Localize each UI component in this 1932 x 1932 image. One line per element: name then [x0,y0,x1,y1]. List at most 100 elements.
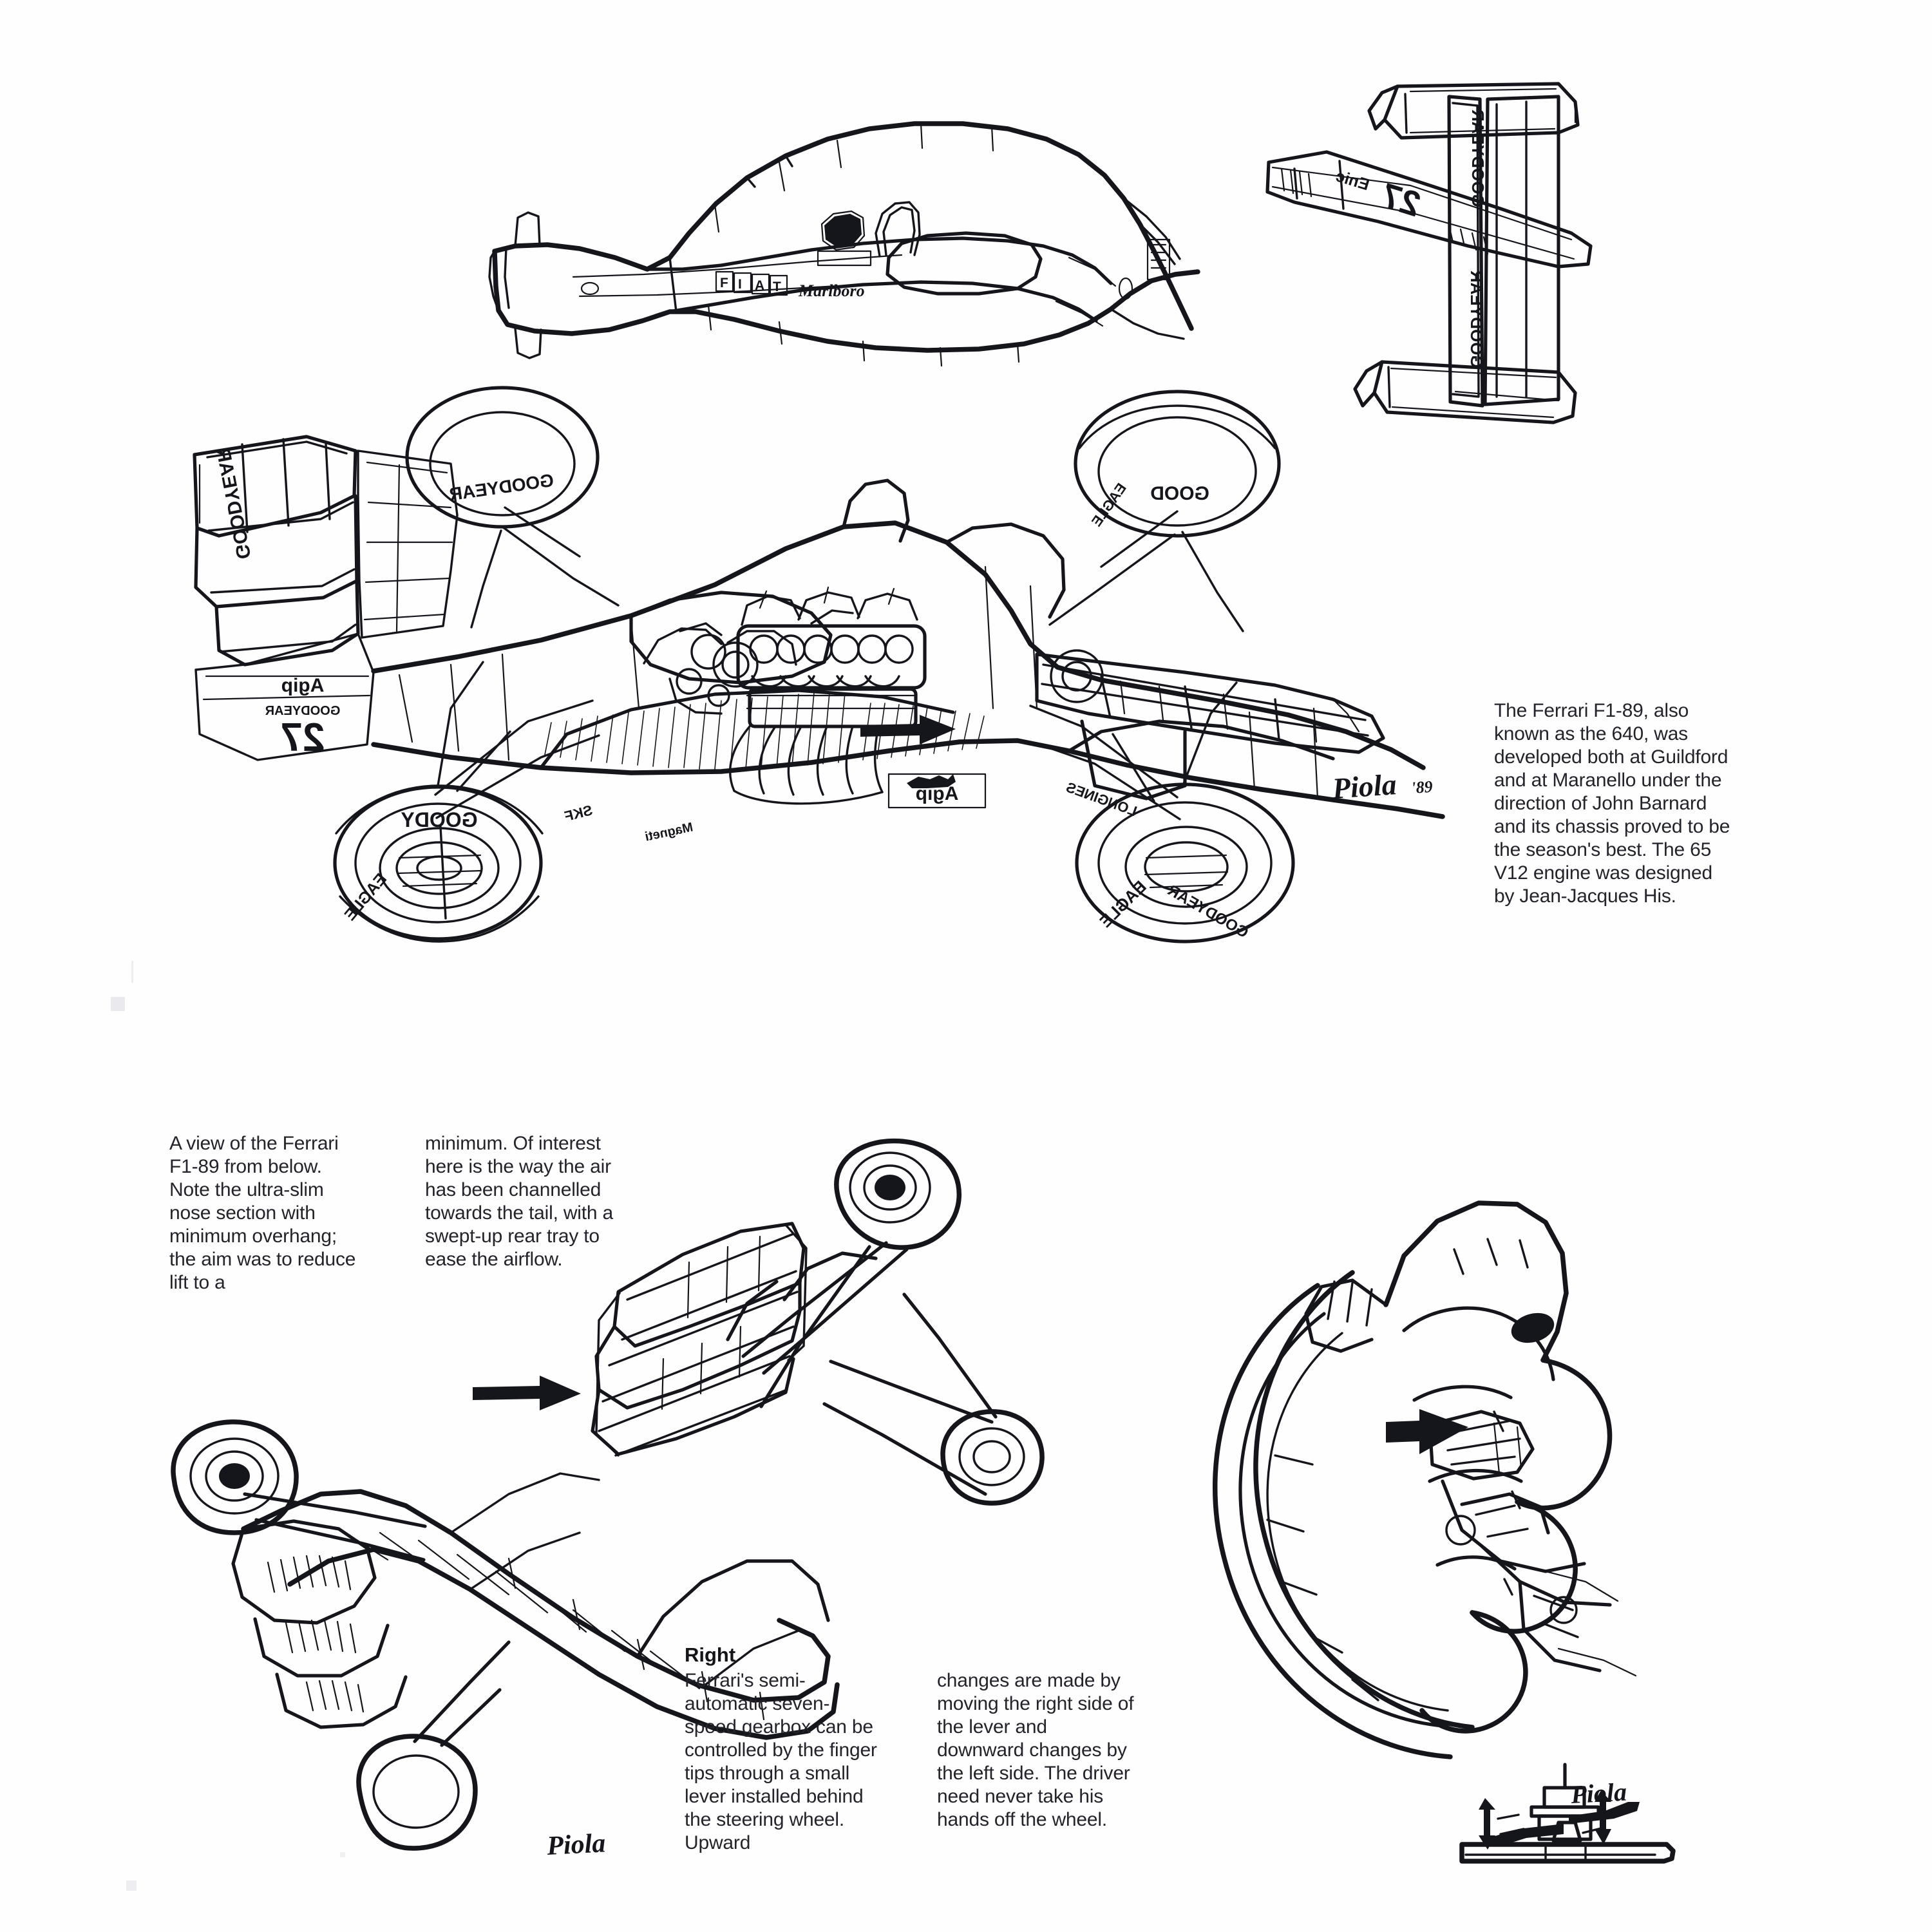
goodyear-rear-tyre-text: GOODYEAR [1164,882,1251,942]
svg-text:Enic: Enic [1334,167,1372,194]
front-top-suspension [470,506,620,629]
front-suspension [434,661,600,920]
eagle-rear-top-tyre-text: EAGLE [1088,480,1130,529]
svg-text:A: A [755,278,764,293]
caption-lower-left-col2: minimum. Of interest here is the way the… [425,1133,614,1270]
lever-arms [1490,1802,1640,1846]
caption-bottom-heading: Right [685,1643,736,1666]
fiat-livery-badge: F I A T [715,270,788,296]
floor-hatching [544,692,846,770]
rear-suspension [1029,510,1244,820]
steering-wheel-rim [1212,1270,1475,1759]
svg-text:LONGINES: LONGINES [1064,779,1139,820]
steering-wheel-illustration: Piola [1159,1121,1674,1868]
svg-text:SKF: SKF [563,802,594,824]
goodyear-endplate-lower: GOODYEAR [1467,270,1486,368]
front-wheel [333,785,543,941]
svg-text:F: F [720,276,728,290]
airflow-arrow-icon [860,715,956,744]
svg-text:Piola: Piola [545,1828,606,1861]
goodyear-front-tyre-text: GOODY [401,808,477,831]
gearbox-assembly [1035,652,1385,800]
gearshift-paddle-mechanism [1428,1410,1612,1672]
eagle-front-tyre-text: EAGLE [341,870,390,924]
scan-speck-2 [131,961,133,983]
front-wing [193,435,360,667]
eagle-rear-tyre-text: EAGLE [1095,876,1150,931]
exhaust-headers [729,725,884,805]
svg-text:Agip: Agip [281,675,325,696]
wheel-rim-section [1459,1842,1676,1864]
svg-text:Piola: Piola [1569,1777,1627,1810]
svg-text:EAGLE: EAGLE [1095,876,1150,931]
goodyear-front-top-tyre-text: GOODYEAR [448,470,555,504]
sponsor-text-enic: Enic [1334,167,1372,194]
main-cutaway-illustration: GOODYEAR Agip GOODYEAR 27 [180,374,1475,1005]
caption-bottom-col1: Ferrari's semi-automatic seven-speed gea… [685,1670,877,1853]
underside-signature: Piola [545,1828,606,1861]
rear-top-wheel [1074,390,1281,538]
svg-text:Magneti: Magneti [644,820,694,844]
underside-rear-wheel [940,1409,1045,1506]
svg-text:Marlboro: Marlboro [798,281,865,300]
agip-dog-logo [907,774,956,788]
cockpit-detail [643,609,854,715]
rear-wheel [1075,782,1295,943]
underside-left-rear-wheel [356,1734,478,1851]
svg-text:GOODYEAR: GOODYEAR [212,446,254,561]
marlboro-livery-badge: Marlboro [798,281,865,300]
v12-engine [676,586,927,805]
svg-text:EAGLE: EAGLE [1088,480,1130,529]
svg-text:GOOD: GOOD [1150,483,1209,504]
race-number-27: 27 [1377,176,1425,224]
lever-mechanism-inset [1459,1763,1676,1919]
caption-bottom-col2: changes are made by moving the right sid… [937,1670,1134,1830]
svg-text:GOODY: GOODY [401,808,477,831]
front-top-wheel [405,386,600,529]
goodyear-rear-top-tyre-text: GOOD [1150,483,1209,504]
underside-front-wheel [834,1138,961,1250]
rear-wing-detail-illustration: GOODYEAR GOODYEAR 27 Enic [1256,71,1597,483]
caption-top-right: The Ferrari F1-89, also known as the 640… [1494,700,1730,907]
agip-sidepod-badge: Agip [916,783,959,804]
svg-text:27: 27 [1377,176,1425,224]
scan-speck-4 [340,1852,345,1857]
svg-text:I: I [738,277,742,292]
agip-livery-badge: Agip [281,675,325,696]
svg-text:GOODYEAR: GOODYEAR [1467,270,1486,368]
goodyear-nose-text: GOODYEAR [265,704,340,718]
svg-text:GOODYEAR: GOODYEAR [265,704,340,718]
artist-signature: Piola '89 [1331,768,1433,805]
caption-lower-left-col1: A view of the Ferrari F1-89 from below. … [169,1133,356,1293]
scan-speck-3 [126,1880,137,1891]
longines-sponsor-text: LONGINES [1064,779,1139,820]
underside-rear-wing [591,1222,806,1456]
motion-arrow-up-left [1479,1798,1495,1850]
svg-text:T: T [773,279,781,294]
gearshift-arrow-icon [1386,1409,1468,1454]
svg-text:GOODYEAR: GOODYEAR [1468,109,1488,207]
svg-text:Piola: Piola [1331,768,1397,805]
floor-sponsor-text: SKF Magneti [563,802,694,844]
chassis-body-outline [371,520,1445,819]
svg-text:EAGLE: EAGLE [341,870,390,924]
svg-text:GOODYEAR: GOODYEAR [448,470,555,504]
driver-glove [1383,1200,1613,1734]
underside-airflow-arrow-icon [473,1376,581,1410]
underside-left-front-wheel [171,1419,299,1535]
fingernail-shadow [1511,1312,1555,1343]
motion-arrow-up-right [1595,1790,1611,1844]
steering-signature: Piola [1569,1777,1627,1810]
svg-text:27: 27 [281,715,325,760]
top-plan-view-illustration: F I A T Marlboro [477,64,1288,367]
underside-suspension [243,1241,998,1747]
scan-speck-1 [111,997,125,1011]
goodyear-front-endplate: GOODYEAR [212,446,254,561]
svg-text:GOODYEAR: GOODYEAR [1164,882,1251,942]
goodyear-endplate-upper: GOODYEAR [1468,109,1488,207]
svg-text:'89: '89 [1410,777,1433,797]
ferrari-shield [824,214,862,247]
front-wheel-rim [379,827,500,909]
radiator-hatching [862,703,985,761]
